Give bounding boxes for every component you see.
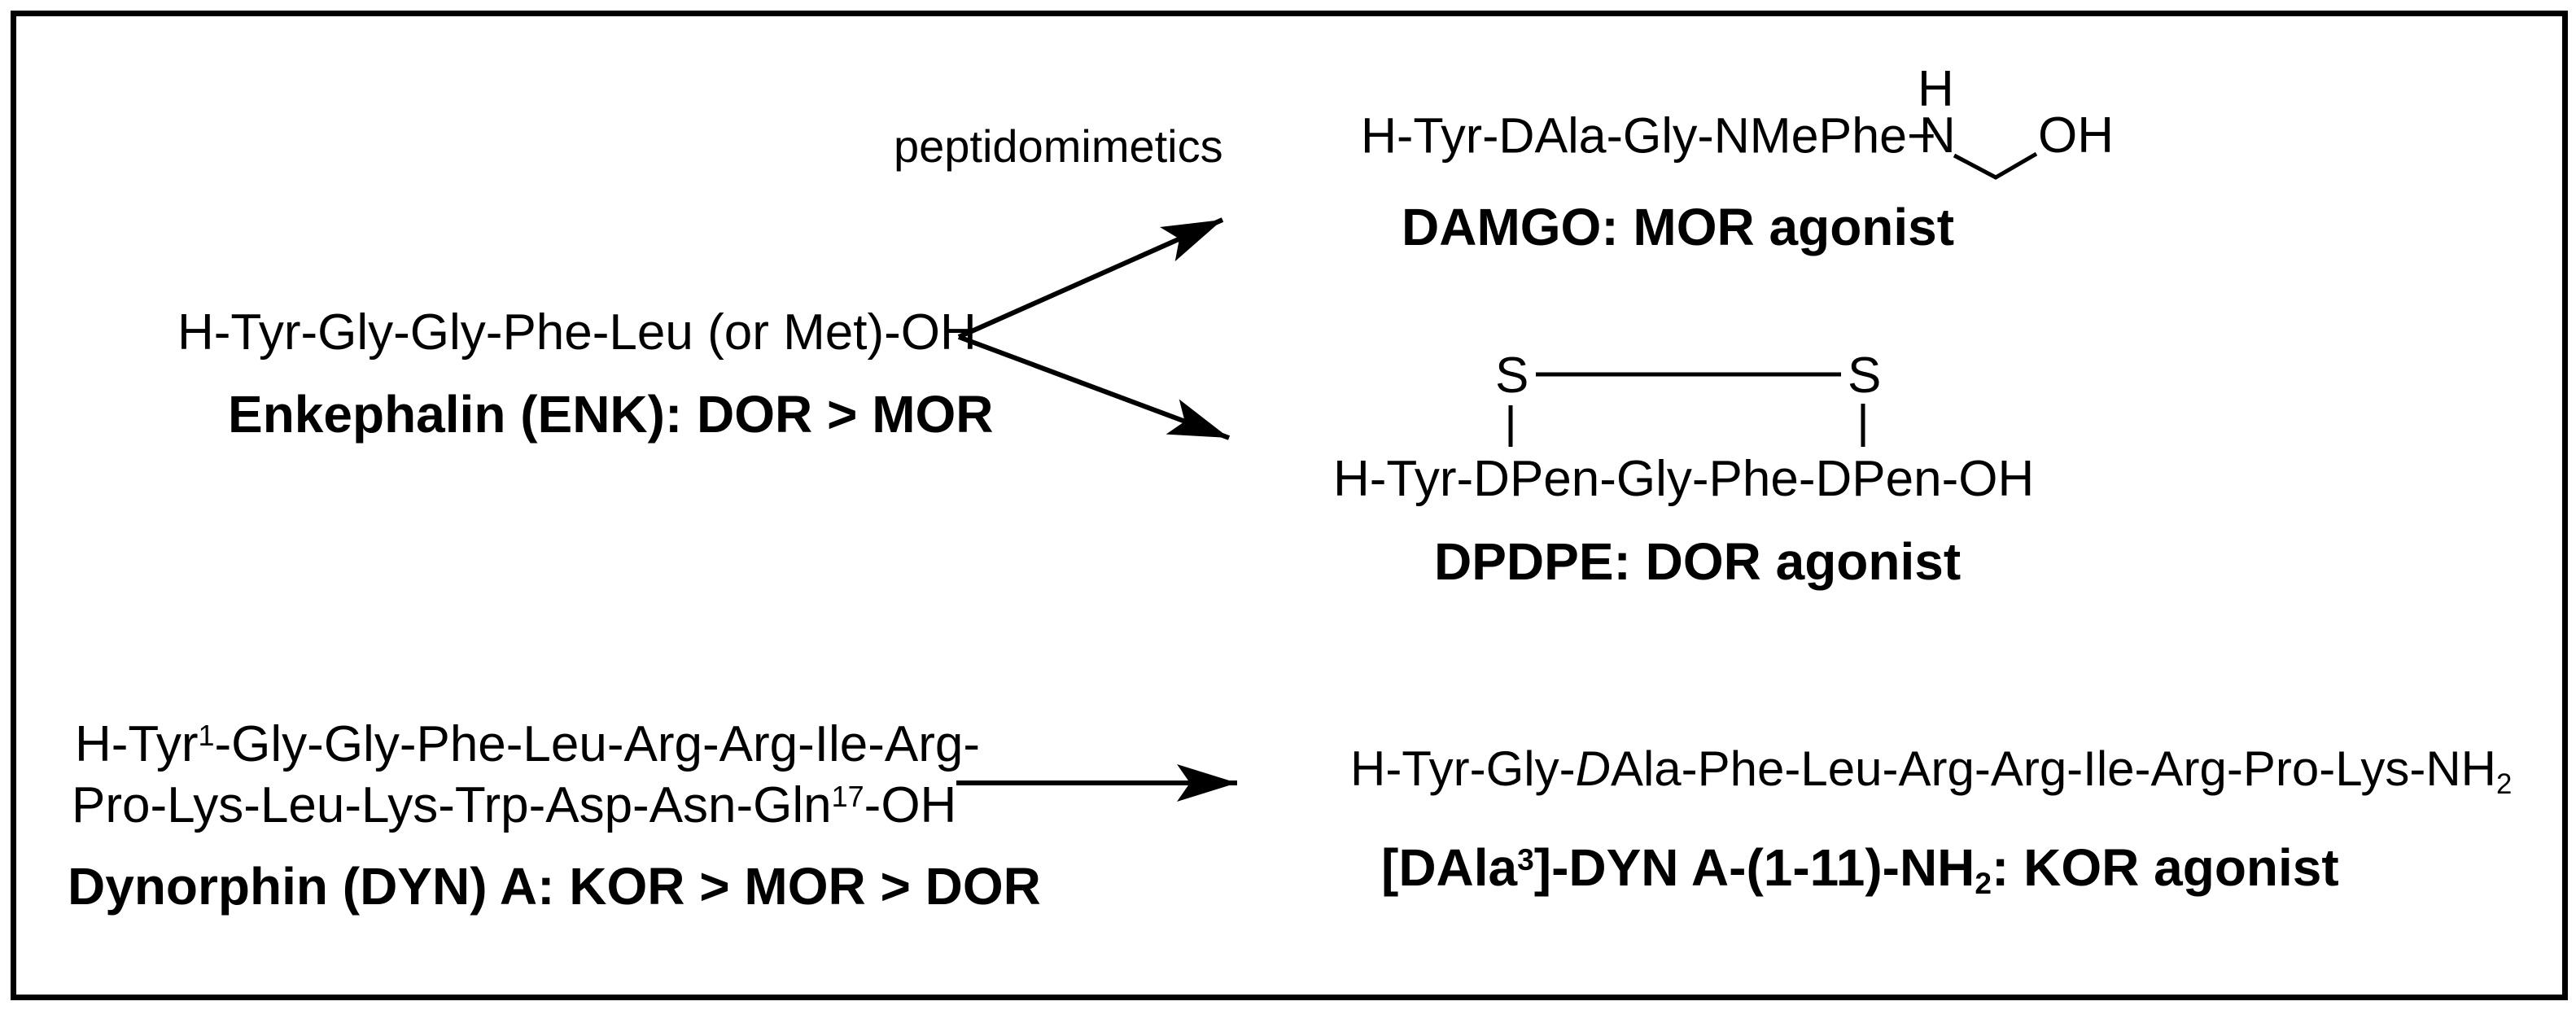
damgo-sequence-main: H-Tyr-DAla-Gly-NMePhe− [1361,107,1936,164]
enkephalin-label: Enkephalin (ENK): DOR > MOR [228,385,994,444]
dyn-analog-label-end: : KOR agonist [1992,838,2339,897]
dyn-analog-label-superscript3: 3 [1517,842,1534,877]
dyn-analog-label-mid: ]-DYN A-(1-11)-NH [1533,838,1975,897]
dyn-analog-seq-start: H-Tyr-Gly- [1350,741,1576,796]
damgo-amide-n-atom: N [1919,107,1956,164]
peptidomimetics-label: peptidomimetics [894,120,1223,172]
damgo-glycinol-bond [1953,151,2038,180]
enkephalin-sequence: H-Tyr-Gly-Gly-Phe-Leu (or Met)-OH [177,304,977,361]
damgo-amide-h-atom: H [1918,61,1954,117]
dyn-analog-amide-subscript: 2 [2496,767,2513,800]
dyn-analog-sequence: H-Tyr-Gly-DAla-Phe-Leu-Arg-Arg-Ile-Arg-P… [1350,745,2512,798]
dynorphin-residue17-superscript: 17 [831,780,864,814]
branch-arrow-lower [957,334,1231,440]
dyn-analog-seq-rest: Ala-Phe-Leu-Arg-Arg-Ile-Arg-Pro-Lys-NH [1610,741,2496,796]
figure-border-frame [11,11,2568,1000]
dynorphin-line1-start: H-Tyr [75,716,199,772]
dyn-analog-label: [DAla3]-DYN A-(1-11)-NH2: KOR agonist [1381,842,2339,899]
damgo-sequence: H-Tyr-DAla-Gly-NMePhe− [1361,111,1936,161]
dpdpe-sequence: H-Tyr-DPen-Gly-Phe-DPen-OH [1333,451,2035,507]
dynorphin-line1-rest: -Gly-Gly-Phe-Leu-Arg-Arg-Ile-Arg- [214,716,981,772]
damgo-label: DAMGO: MOR agonist [1402,198,1955,256]
dpdpe-sulfur-right-atom: S [1848,348,1882,404]
dyn-analog-label-subscript2: 2 [1975,866,1992,901]
dynorphin-sequence-line2: Pro-Lys-Leu-Lys-Trp-Asp-Asn-Gln17-OH [72,780,956,831]
dynorphin-sequence-line1: H-Tyr1-Gly-Gly-Phe-Leu-Arg-Arg-Ile-Arg- [75,719,980,770]
dynorphin-label: Dynorphin (DYN) A: KOR > MOR > DOR [68,857,1041,916]
dpdpe-label: DPDPE: DOR agonist [1434,532,1962,591]
dynorphin-line2-rest: -OH [864,777,957,833]
damgo-hydroxyl-group: OH [2038,107,2114,164]
dynorphin-residue1-superscript: 1 [198,719,215,753]
dyn-analog-d-stereodescriptor: D [1575,741,1611,796]
dpdpe-sulfur-left-atom: S [1495,348,1529,404]
branch-arrow-upper [957,217,1224,339]
dynorphin-line2-start: Pro-Lys-Leu-Lys-Trp-Asp-Asn-Gln [72,777,832,833]
dyn-analog-label-start: [DAla [1381,838,1518,897]
